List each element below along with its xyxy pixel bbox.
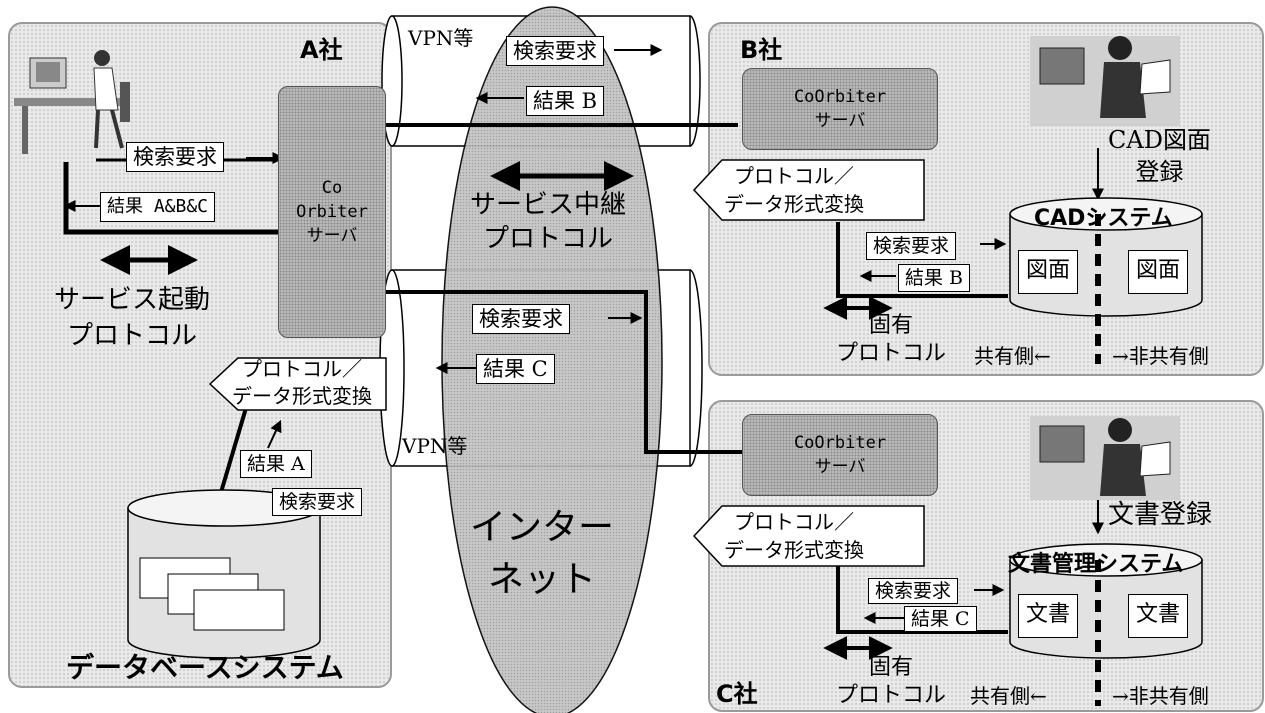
vpn-label-bottom: VPN等 [402,434,468,458]
server-a-label: Co Orbiter サーバ [296,178,368,246]
start-protocol-label: サービス起動 プロトコル [54,285,211,351]
unshared-side-label-b: →非共有側 [1112,344,1209,368]
coorbiter-server-c[interactable]: CoOrbiter サーバ [742,414,938,496]
result-c-box: 結果 C [904,606,977,632]
server-c-label: CoOrbiter サーバ [793,433,887,477]
company-c-label: C社 [716,680,758,708]
engineer-cad-icon [1030,36,1180,126]
coorbiter-server-b[interactable]: CoOrbiter サーバ [742,68,938,150]
db-search-request-box: 検索要求 [272,488,363,516]
shared-side-label-c: 共有側← [970,684,1047,708]
document-registration-label: 文書登録 [1108,500,1213,530]
cad-registration-label: CAD図面 登録 [1108,126,1211,186]
result-a-box: 結果 A [240,450,312,478]
result-all-box: 結果 A&B&C [100,192,216,222]
company-a-label: A社 [300,36,343,64]
converter-label-a: プロトコル／ データ形式変換 [232,357,372,408]
shared-side-label-b: 共有側← [974,344,1051,368]
database-cylinder [127,489,321,659]
native-protocol-label-c: 固有 プロトコル [836,655,947,708]
internet-label: インター ネット [470,507,615,600]
user-at-computer-icon [14,50,130,154]
converter-shape-a [208,357,387,411]
server-b-label: CoOrbiter サーバ [793,87,887,131]
relay-protocol-label: サービス中継 プロトコル [470,190,627,254]
vpn-label-top: VPN等 [408,26,474,50]
unshared-side-label-c: →非共有側 [1112,684,1209,708]
search-request-box-tunnel-top: 検索要求 [506,36,604,66]
search-request-box-b: 検索要求 [866,232,957,260]
search-request-box-tunnel-bottom: 検索要求 [472,304,570,334]
result-b-box-tunnel: 結果 B [526,86,605,116]
search-request-box-a: 検索要求 [126,142,224,172]
company-b-label: B社 [740,36,783,64]
engineer-documents-icon [1030,416,1180,500]
document-doc-unshared: 文書 [1128,594,1188,638]
converter-label-b: プロトコル／ データ形式変換 [724,164,864,216]
search-request-box-c: 検索要求 [868,578,959,604]
cad-system-label: CADシステム [1034,206,1173,231]
converter-label-c: プロトコル／ データ形式変換 [724,510,864,562]
result-c-box-tunnel: 結果 C [476,354,555,384]
coorbiter-server-a[interactable]: Co Orbiter サーバ [278,86,386,338]
result-b-box: 結果 B [898,264,971,292]
document-doc-shared: 文書 [1018,594,1078,638]
database-system-label: データベースシステム [66,651,344,684]
converter-shape-b [692,159,925,221]
document-system-label: 文書管理システム [1008,552,1184,577]
converter-shape-c [692,505,925,567]
drawing-doc-shared: 図面 [1018,250,1078,294]
drawing-doc-unshared: 図面 [1128,250,1188,294]
native-protocol-label-b: 固有 プロトコル [836,313,947,366]
